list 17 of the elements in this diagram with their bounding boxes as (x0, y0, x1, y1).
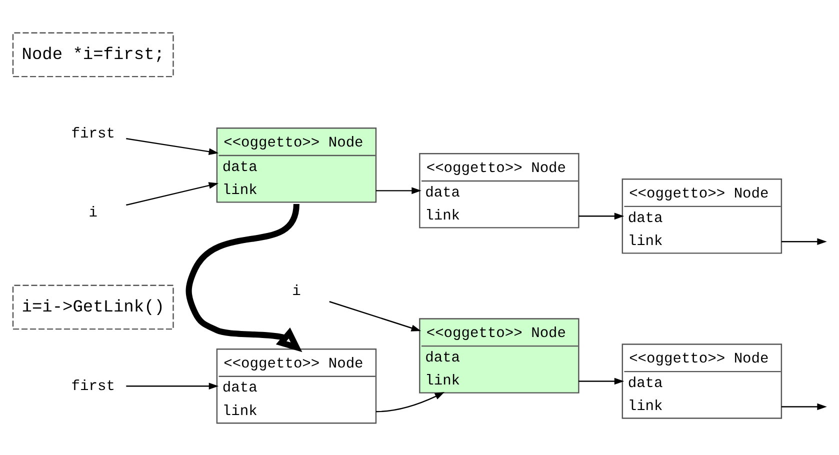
arrow (376, 186, 422, 194)
arrow (781, 402, 827, 410)
node-text: i (88, 204, 98, 221)
arrow (578, 377, 624, 384)
node-text: i (292, 284, 301, 300)
arrow (126, 382, 219, 390)
node-text: first (71, 378, 115, 394)
arrow (376, 392, 445, 412)
node-box: Node *i=first; (12, 32, 174, 77)
arrow (126, 138, 219, 154)
arrow (186, 203, 302, 352)
node-text: first (71, 126, 115, 142)
node-box: i=i->GetLink() (12, 284, 174, 330)
arrow (329, 300, 422, 331)
arrow (578, 212, 624, 220)
arrow (126, 182, 219, 206)
arrow (781, 238, 827, 245)
